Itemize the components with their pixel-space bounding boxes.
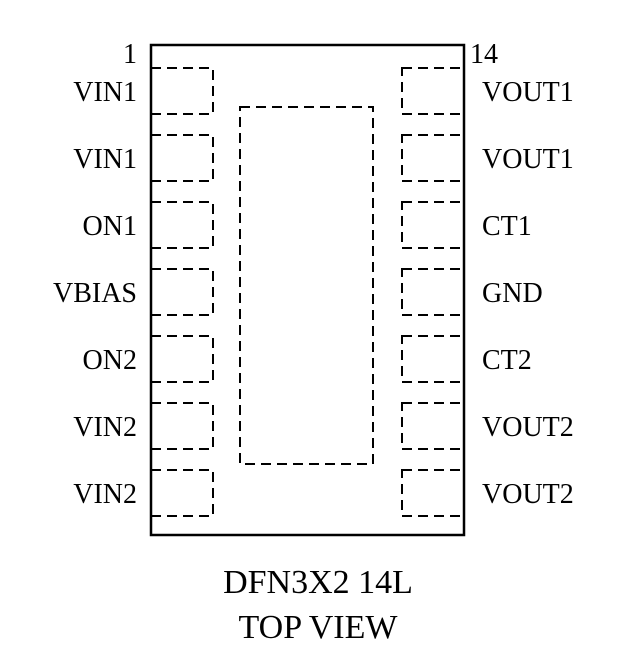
- pin-label-vout2: VOUT2: [482, 412, 574, 443]
- left-pin-pad-1: [150, 67, 214, 115]
- right-pin-pad-1: [401, 67, 465, 115]
- left-pin-pad-6: [150, 402, 214, 450]
- pin-14-number: 14: [470, 39, 498, 70]
- pin-label-vin1: VIN1: [73, 144, 137, 175]
- left-pin-pad-7: [150, 469, 214, 517]
- pin-label-on1: ON1: [83, 211, 137, 242]
- package-body: [149, 43, 466, 537]
- pin-label-ct1: CT1: [482, 211, 532, 242]
- pin-label-ct2: CT2: [482, 345, 532, 376]
- pin-label-on2: ON2: [83, 345, 137, 376]
- left-pin-pad-5: [150, 335, 214, 383]
- right-pin-pad-7: [401, 469, 465, 517]
- right-pin-pad-4: [401, 268, 465, 316]
- pin-label-vout2: VOUT2: [482, 479, 574, 510]
- pin-label-vout1: VOUT1: [482, 144, 574, 175]
- left-pin-pad-4: [150, 268, 214, 316]
- package-name: DFN3X2 14L: [223, 564, 413, 601]
- right-pin-pad-6: [401, 402, 465, 450]
- pin-label-vin1: VIN1: [73, 77, 137, 108]
- thermal-pad: [239, 106, 374, 465]
- view-label: TOP VIEW: [239, 609, 399, 646]
- right-pin-pad-5: [401, 335, 465, 383]
- right-pin-pad-2: [401, 134, 465, 182]
- right-pin-pad-3: [401, 201, 465, 249]
- pin-label-vin2: VIN2: [73, 479, 137, 510]
- left-pin-pad-2: [150, 134, 214, 182]
- pin-label-vin2: VIN2: [73, 412, 137, 443]
- pin-1-number: 1: [123, 39, 137, 70]
- pin-label-vbias: VBIAS: [53, 278, 137, 309]
- pin-label-vout1: VOUT1: [482, 77, 574, 108]
- left-pin-pad-3: [150, 201, 214, 249]
- pin-label-gnd: GND: [482, 278, 543, 309]
